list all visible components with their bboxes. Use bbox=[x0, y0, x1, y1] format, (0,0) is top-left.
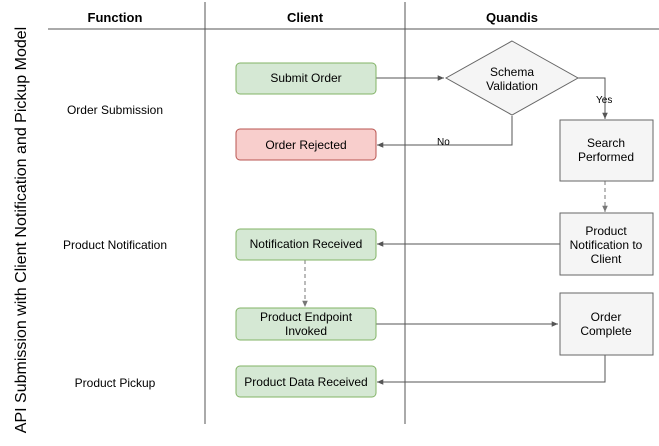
node-schema-validation-label-line1: Schema bbox=[490, 65, 534, 79]
row-label-product-pickup: Product Pickup bbox=[75, 376, 156, 390]
node-search-performed-label-line1: Search bbox=[587, 136, 625, 150]
node-order-complete-label-line2: Complete bbox=[580, 324, 632, 338]
node-product-endpoint-invoked-label-line1: Product Endpoint bbox=[260, 310, 353, 324]
node-product-data-received-shape bbox=[235, 365, 377, 398]
edge-label-no: No bbox=[437, 137, 450, 148]
node-search-performed-shape bbox=[559, 119, 654, 182]
node-product-notification-label-line3: Client bbox=[591, 252, 622, 266]
node-schema-validation-shape bbox=[444, 40, 580, 116]
node-search-performed: Search Performed bbox=[559, 119, 654, 182]
node-notification-received-label: Notification Received bbox=[250, 237, 363, 251]
node-product-endpoint-invoked: Product Endpoint Invoked bbox=[235, 307, 377, 341]
node-submit-order-shape bbox=[235, 62, 377, 95]
column-header-function: Function bbox=[88, 10, 143, 25]
node-search-performed-label-line2: Performed bbox=[578, 150, 634, 164]
node-product-endpoint-invoked-label-line2: Invoked bbox=[285, 324, 327, 338]
node-submit-order-label: Submit Order bbox=[270, 71, 341, 85]
node-order-rejected: Order Rejected bbox=[235, 128, 377, 161]
node-order-rejected-shape bbox=[235, 128, 377, 161]
node-product-data-received-label: Product Data Received bbox=[244, 375, 367, 389]
node-order-rejected-label: Order Rejected bbox=[265, 138, 346, 152]
node-schema-validation-label-line2: Validation bbox=[486, 79, 538, 93]
row-label-order-submission: Order Submission bbox=[67, 103, 163, 117]
column-header-client: Client bbox=[287, 10, 324, 25]
node-product-notification-shape bbox=[559, 212, 654, 276]
diagram-title: API Submission with Client Notification … bbox=[13, 27, 30, 433]
node-product-data-received: Product Data Received bbox=[235, 365, 377, 398]
node-product-notification: Product Notification to Client bbox=[559, 212, 654, 276]
row-label-product-notification: Product Notification bbox=[63, 238, 167, 252]
node-product-notification-label-line1: Product bbox=[585, 224, 627, 238]
edge-label-yes: Yes bbox=[596, 95, 612, 106]
node-notification-received: Notification Received bbox=[235, 228, 377, 261]
node-submit-order: Submit Order bbox=[235, 62, 377, 95]
edge-validation-to-rejected bbox=[377, 116, 513, 148]
node-notification-received-shape bbox=[235, 228, 377, 261]
node-schema-validation: Schema Validation bbox=[444, 40, 580, 116]
edge-complete-to-data-received bbox=[377, 355, 606, 385]
edge-validation-to-search bbox=[578, 77, 608, 119]
node-product-notification-label-line2: Notification to bbox=[570, 238, 643, 252]
column-header-quandis: Quandis bbox=[486, 10, 538, 25]
node-product-endpoint-invoked-shape bbox=[235, 307, 377, 341]
node-order-complete-label-line1: Order bbox=[591, 310, 622, 324]
node-order-complete: Order Complete bbox=[559, 292, 654, 356]
node-order-complete-shape bbox=[559, 292, 654, 356]
